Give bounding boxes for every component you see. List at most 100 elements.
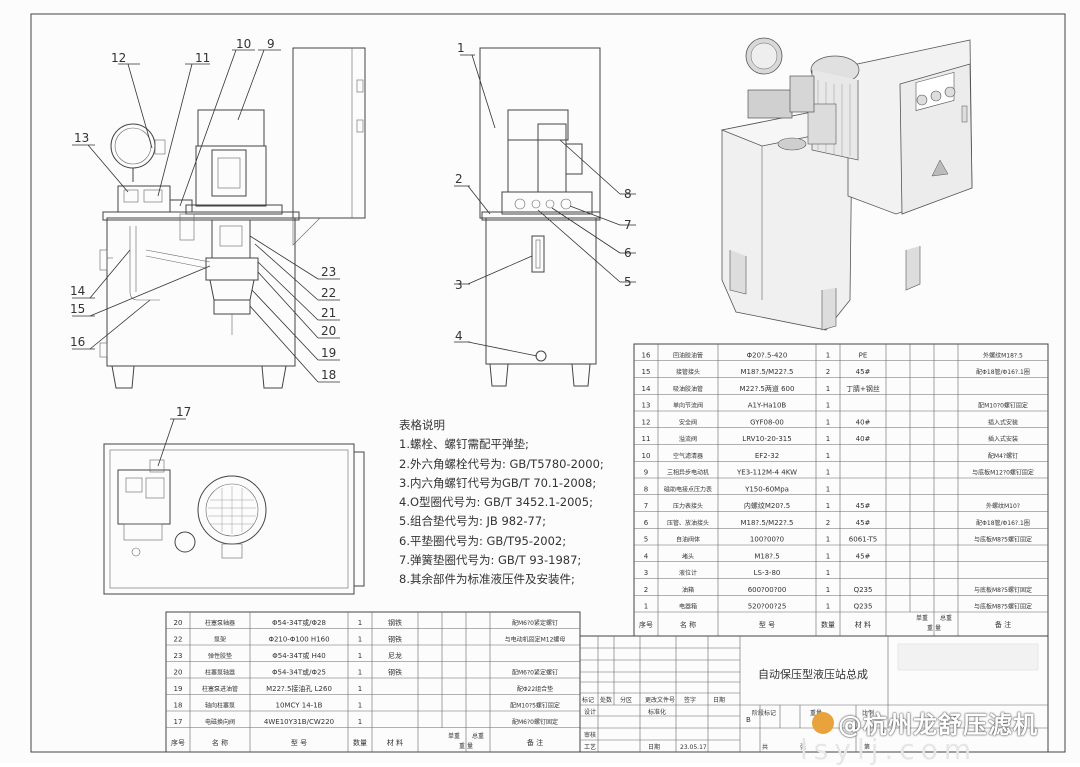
bom-right-row-no: 10 — [642, 452, 651, 460]
bom-right-row-qty: 1 — [826, 351, 830, 359]
tb-sheet: 共 — [762, 743, 768, 751]
bom-right-row-no: 6 — [644, 519, 649, 527]
bom-right-row-no: 14 — [642, 385, 651, 393]
bom-left-row-note: 配M6?0紧定螺钉 — [512, 669, 558, 677]
callout-9: 9 — [267, 37, 275, 51]
bom-right-row-spec: M18?.5/M22?.5 — [740, 519, 793, 527]
tb-sheetof: 第 — [864, 743, 870, 751]
bom-right-row-name: 单向节流阀 — [673, 402, 703, 410]
note-line: 8.其余部件为标准液压件及安装件; — [399, 572, 575, 587]
callout-21: 21 — [321, 306, 336, 320]
bom-left-row-header-spec: 型 号 — [291, 738, 307, 747]
callout-14: 14 — [70, 284, 85, 298]
bom-right-row-note: 配Φ18管/Φ16?.1圈 — [976, 519, 1030, 527]
bom-left-row-header-note: 备 注 — [527, 738, 543, 747]
bom-right-row-no: 1 — [644, 603, 648, 611]
bom-right-row-no: 2 — [644, 586, 648, 594]
bom-right-row-mat: 6061-T5 — [849, 536, 877, 544]
watermark: @杭州龙舒压滤机 — [812, 705, 1038, 740]
bom-right-row-mat: 45# — [856, 368, 871, 376]
bom-right-row-spec: M22?.5两道 600 — [740, 384, 795, 393]
top-view — [103, 443, 365, 595]
bom-right-row-qty: 1 — [826, 385, 830, 393]
tb-process: 工艺 — [584, 743, 596, 751]
bom-left-row-spec: Φ54-34T或 H40 — [272, 651, 326, 660]
callout-10: 10 — [236, 37, 251, 51]
callout-18: 18 — [321, 368, 336, 382]
bom-right-row-name: 磁助电接点压力表 — [664, 485, 712, 493]
bom-right-row-header-weight: 重 量 — [927, 624, 941, 632]
front-view-callouts: 12 11 10 9 13 14 15 16 23 22 21 20 19 18 — [70, 37, 340, 383]
bom-right-row-mat: 45# — [856, 552, 871, 560]
bom-right-row-note: 插入式安装 — [988, 435, 1018, 443]
bom-right-row-no: 5 — [644, 536, 648, 544]
bom-left-row-mat: 钢铁 — [388, 618, 402, 627]
bom-right-row-qty: 1 — [826, 485, 830, 493]
bom-right-row-name: 压力表接头 — [673, 502, 703, 510]
technical-notes: 表格说明 1.螺栓、螺钉需配平弹垫; 2.外六角螺栓代号为: GB/T5780-… — [399, 416, 629, 590]
bom-right-row-spec: 内螺纹M20?.5 — [744, 501, 790, 510]
bom-right-row-spec: LRV10-20-315 — [742, 435, 791, 443]
bom-left-row-no: 20 — [174, 619, 183, 627]
bom-right-row-qty: 2 — [826, 519, 830, 527]
tb-count: 处数 — [600, 696, 612, 704]
bom-right-row-qty: 1 — [826, 569, 830, 577]
callout-16: 16 — [70, 335, 85, 349]
tb-scale: 比例 — [862, 709, 874, 717]
bom-right-row-name: 三相异步电动机 — [667, 469, 709, 477]
bom-right-row-qty: 1 — [826, 435, 830, 443]
tb-mark: 标记 — [582, 696, 594, 704]
bom-right-row-no: 4 — [644, 552, 649, 560]
tb-date: 日期 — [713, 696, 725, 704]
callout-7: 7 — [624, 218, 632, 232]
bom-right-row-header-mat: 材 料 — [855, 620, 871, 629]
note-line: 5.组合垫代号为: JB 982-77; — [399, 514, 547, 529]
bom-right-row-qty: 1 — [826, 552, 830, 560]
callout-13: 13 — [74, 131, 89, 145]
bom-right-row-name: 安全阀 — [679, 418, 697, 426]
callout-23: 23 — [321, 265, 336, 279]
callout-15: 15 — [70, 302, 85, 316]
title-block-grid — [579, 635, 1049, 753]
bom-right-row-qty: 1 — [826, 418, 830, 426]
tb-sign: 签字 — [684, 696, 696, 704]
bom-right-row-no: 9 — [644, 469, 648, 477]
bom-right-row-spec: 520?00?25 — [748, 603, 787, 611]
callout-1: 1 — [457, 41, 465, 55]
bom-right-row-name: 油箱 — [682, 586, 694, 594]
bom-right-row-note: 配M10?0螺钉固定 — [978, 402, 1028, 410]
bom-left-row-spec: 4WE10Y31B/CW220 — [264, 718, 334, 726]
bom-right-row-mat: 丁腈+钢丝 — [846, 384, 880, 393]
bom-right-row-spec: A1Y-Ha10B — [748, 402, 787, 410]
bom-right-row-spec: M18?.5 — [754, 552, 779, 560]
bom-right-row-note: 配Φ18管/Φ16?.1圈 — [976, 368, 1030, 376]
note-line: 2.外六角螺栓代号为: GB/T5780-2000; — [399, 456, 604, 471]
tb-design: 设计 — [584, 708, 596, 716]
bom-right-row-qty: 1 — [826, 536, 830, 544]
tb-approve: 日期 — [648, 743, 660, 751]
bom-right-row-qty: 1 — [826, 603, 830, 611]
callout-5: 5 — [624, 275, 632, 289]
bom-left-row-name: 电磁换向阀 — [205, 718, 235, 726]
bom-left-row-header-total: 总重 — [472, 732, 484, 740]
bom-left-row-mat: 尼龙 — [388, 651, 402, 660]
bom-right-table-grid — [633, 343, 1049, 637]
bom-left-row-header-no: 序号 — [171, 738, 185, 747]
bom-right-row-no: 3 — [644, 569, 648, 577]
bom-right-row-note: 配M4?螺钉 — [988, 452, 1018, 460]
bom-right-row-header-total: 总重 — [940, 614, 952, 622]
bom-left-row-note: 配M6?0紧定螺钉 — [512, 619, 558, 627]
bom-left-row-no: 18 — [174, 702, 183, 710]
bom-left-row-spec: 10MCY 14-1B — [276, 702, 323, 710]
bom-left-row-header-single: 单重 — [448, 732, 460, 740]
watermark-text: @杭州龙舒压滤机 — [838, 711, 1038, 739]
note-line: 3.内六角螺钉代号为GB/T 70.1-2008; — [399, 475, 597, 490]
bom-left-row-no: 22 — [174, 636, 183, 644]
bom-right-row-spec: Y150-60Mpa — [744, 485, 789, 493]
bom-right-row-mat: Q235 — [854, 603, 873, 611]
bom-right-row-no: 8 — [644, 485, 648, 493]
bom-right-row-name: 自油阀体 — [676, 536, 700, 544]
